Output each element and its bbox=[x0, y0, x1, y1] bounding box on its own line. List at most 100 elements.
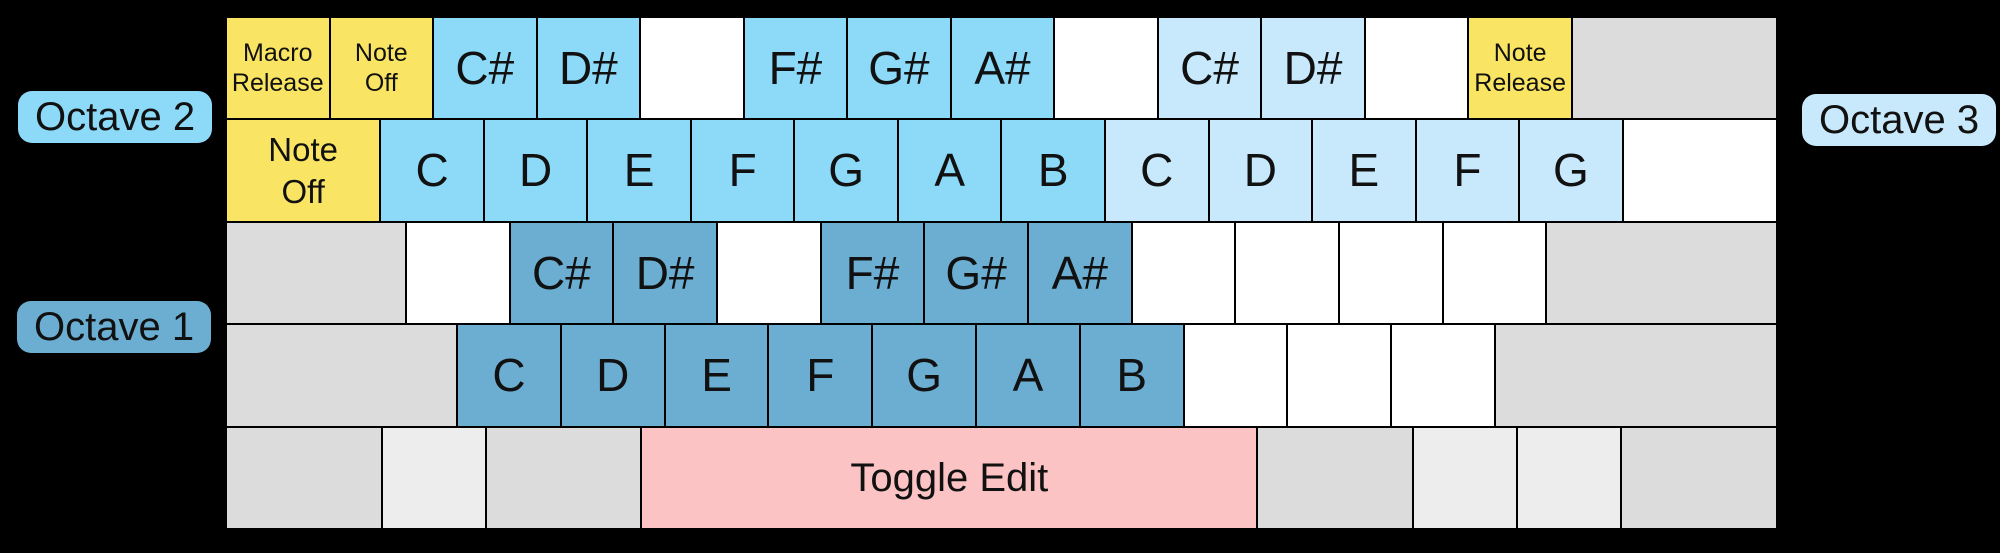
key-note-c[interactable]: C bbox=[379, 118, 485, 223]
key-note-csharp[interactable]: C# bbox=[508, 220, 615, 326]
key-note-f[interactable]: F bbox=[1414, 118, 1521, 223]
key-note-gsharp[interactable]: G# bbox=[846, 16, 952, 121]
key-blank-wide[interactable] bbox=[225, 323, 459, 428]
key-blank-wide[interactable] bbox=[1570, 16, 1778, 121]
key-note-asharp[interactable]: A# bbox=[1026, 220, 1133, 326]
key-note-b[interactable]: B bbox=[1078, 323, 1185, 428]
key-label: Macro bbox=[243, 38, 313, 67]
key-blank-wide[interactable] bbox=[1621, 118, 1778, 223]
key-label: F# bbox=[845, 246, 900, 299]
key-blank-wide[interactable] bbox=[1545, 220, 1779, 326]
key-label: Release bbox=[1474, 69, 1566, 98]
key-label: D# bbox=[1283, 42, 1343, 95]
key-blank-wide[interactable] bbox=[1494, 323, 1778, 428]
key-label: B bbox=[1037, 144, 1069, 197]
key-blank[interactable] bbox=[1053, 16, 1159, 121]
key-label: E bbox=[1348, 144, 1380, 197]
key-blank-wide[interactable] bbox=[484, 425, 643, 531]
key-label: C# bbox=[455, 42, 515, 95]
key-blank[interactable] bbox=[1411, 425, 1519, 531]
key-label: Note bbox=[354, 38, 408, 67]
key-label: F bbox=[806, 349, 835, 402]
key-blank[interactable] bbox=[404, 220, 511, 326]
key-blank-wide[interactable] bbox=[225, 425, 383, 531]
key-note-dsharp[interactable]: D# bbox=[535, 16, 642, 121]
key-note-c[interactable]: C bbox=[456, 323, 562, 428]
key-note-fsharp[interactable]: F# bbox=[819, 220, 926, 326]
key-label: C bbox=[1140, 144, 1174, 197]
key-note-f[interactable]: F bbox=[767, 323, 874, 428]
key-label: C# bbox=[1180, 42, 1239, 95]
key-blank[interactable] bbox=[639, 16, 745, 121]
key-note-g[interactable]: G bbox=[1518, 118, 1624, 223]
octave-3-label: Octave 3 bbox=[1802, 94, 1997, 146]
key-note-e[interactable]: E bbox=[586, 118, 692, 223]
key-blank[interactable] bbox=[1234, 220, 1340, 326]
key-note-dsharp[interactable]: D# bbox=[612, 220, 718, 326]
key-note-asharp[interactable]: A# bbox=[949, 16, 1056, 121]
key-label: D bbox=[1243, 144, 1277, 197]
key-label: B bbox=[1116, 349, 1148, 402]
key-blank[interactable] bbox=[1130, 220, 1237, 326]
key-label: Note bbox=[1493, 38, 1547, 67]
key-label: C bbox=[415, 144, 449, 197]
key-note-f[interactable]: F bbox=[689, 118, 796, 223]
key-note-a[interactable]: A bbox=[975, 323, 1081, 428]
key-label: Off bbox=[364, 69, 398, 98]
key-label: Note bbox=[268, 131, 338, 169]
key-label: G# bbox=[945, 246, 1007, 299]
key-blank-wide[interactable] bbox=[225, 220, 407, 326]
key-label: A bbox=[1012, 349, 1044, 402]
key-blank[interactable] bbox=[1182, 323, 1289, 428]
key-blank[interactable] bbox=[1516, 425, 1623, 531]
key-note-g[interactable]: G bbox=[793, 118, 899, 223]
key-label: F bbox=[728, 144, 757, 197]
keyboard-row: C# D# F# G# A# bbox=[225, 220, 1779, 326]
key-label: F bbox=[1453, 144, 1482, 197]
key-note-d[interactable]: D bbox=[559, 323, 666, 428]
key-note-gsharp[interactable]: G# bbox=[923, 220, 1029, 326]
key-note-csharp[interactable]: C# bbox=[432, 16, 538, 121]
key-label: D# bbox=[635, 246, 695, 299]
key-label: D bbox=[518, 144, 553, 197]
key-note-d[interactable]: D bbox=[1207, 118, 1314, 223]
key-note-e[interactable]: E bbox=[1311, 118, 1417, 223]
key-blank-wide[interactable] bbox=[1620, 425, 1778, 531]
key-note-e[interactable]: E bbox=[663, 323, 770, 428]
keyboard-row: Toggle Edit bbox=[225, 425, 1778, 531]
key-note-b[interactable]: B bbox=[1000, 118, 1107, 223]
key-blank[interactable] bbox=[715, 220, 822, 326]
key-blank-wide[interactable] bbox=[1256, 425, 1414, 531]
key-label: A# bbox=[1051, 246, 1108, 299]
key-blank[interactable] bbox=[380, 425, 487, 531]
key-label: C# bbox=[532, 246, 591, 299]
key-blank[interactable] bbox=[1286, 323, 1393, 428]
key-blank[interactable] bbox=[1441, 220, 1548, 326]
key-toggle-edit[interactable]: Toggle Edit bbox=[640, 425, 1259, 531]
key-label: Toggle Edit bbox=[850, 455, 1049, 500]
key-label: E bbox=[701, 349, 732, 402]
key-label: Off bbox=[281, 172, 325, 210]
key-blank[interactable] bbox=[1390, 323, 1497, 428]
key-note-fsharp[interactable]: F# bbox=[742, 16, 849, 121]
key-label: G bbox=[1553, 144, 1589, 197]
key-label: A# bbox=[974, 42, 1031, 95]
key-note-csharp[interactable]: C# bbox=[1156, 16, 1263, 121]
key-blank[interactable] bbox=[1337, 220, 1444, 326]
key-label: D bbox=[596, 349, 630, 402]
key-blank[interactable] bbox=[1363, 16, 1470, 121]
key-note-a[interactable]: A bbox=[896, 118, 1003, 223]
key-note-c[interactable]: C bbox=[1104, 118, 1210, 223]
key-note-d[interactable]: D bbox=[482, 118, 589, 223]
octave-2-label: Octave 2 bbox=[18, 91, 213, 143]
key-note-g[interactable]: G bbox=[871, 323, 978, 428]
key-note-dsharp[interactable]: D# bbox=[1260, 16, 1366, 121]
